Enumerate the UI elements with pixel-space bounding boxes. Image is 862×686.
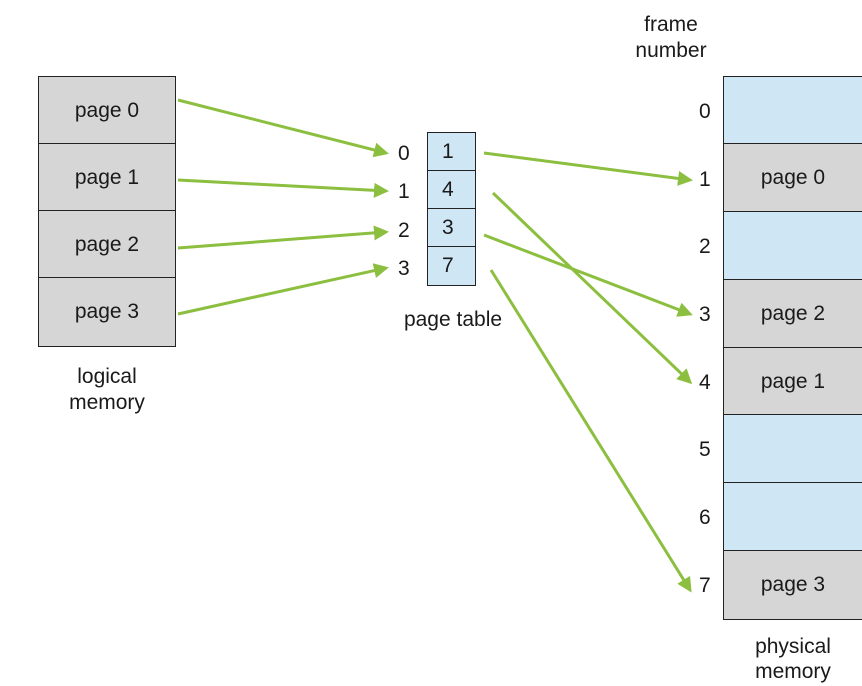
frame-number-5: 5	[699, 438, 711, 461]
physical-caption-line2: memory	[755, 660, 831, 684]
page-table-entry-3: 7	[427, 246, 476, 286]
arrow-entry-0-to-frame-1	[483, 151, 693, 186]
frame-number-1: 1	[699, 168, 711, 191]
arrow-logical-0-to-entry-0	[177, 98, 389, 158]
frame-number-4: 4	[699, 371, 711, 394]
arrow-logical-1-to-entry-1	[177, 178, 389, 198]
physical-frame-label: page 3	[760, 573, 826, 596]
frame-number-0: 0	[699, 100, 711, 123]
logical-page-label: page 3	[74, 300, 140, 323]
frame-number-7: 7	[699, 574, 711, 597]
arrow-entry-3-to-frame-7	[489, 269, 692, 593]
logical-page-1: page 1	[38, 143, 176, 212]
frame-header-line1: frame	[644, 13, 698, 36]
physical-frame-0	[723, 76, 862, 145]
logical-memory-caption: logical memory	[38, 364, 176, 417]
logical-page-0: page 0	[38, 76, 176, 145]
frame-number-6: 6	[699, 506, 711, 529]
physical-frame-label: page 0	[760, 166, 826, 189]
page-table-index-1: 1	[398, 180, 410, 203]
arrow-entry-2-to-frame-3	[483, 233, 693, 317]
logical-page-label: page 1	[74, 165, 140, 189]
page-table-index-2: 2	[398, 219, 410, 242]
physical-frame-1: page 0	[723, 143, 862, 213]
logical-page-2: page 2	[38, 210, 176, 279]
page-table-entry-0: 1	[427, 132, 476, 172]
logical-page-3: page 3	[38, 277, 176, 347]
physical-frame-7: page 3	[723, 550, 862, 620]
physical-frame-3: page 2	[723, 279, 862, 349]
arrow-entry-1-to-frame-4	[491, 191, 693, 385]
physical-frame-label: page 1	[760, 369, 826, 393]
physical-memory-caption: physical memory	[728, 634, 858, 684]
frame-number-header: frame number	[606, 12, 736, 65]
page-table-entry-2: 3	[427, 208, 476, 248]
page-table-caption: page table	[403, 308, 503, 331]
arrow-logical-3-to-entry-3	[177, 263, 389, 316]
physical-frame-label: page 2	[760, 302, 826, 325]
frame-number-3: 3	[699, 303, 711, 326]
page-table-index-0: 0	[398, 142, 410, 165]
page-table-frame-value: 3	[442, 216, 454, 239]
logical-page-label: page 0	[74, 98, 140, 122]
logical-caption-line1: logical	[77, 365, 137, 388]
logical-caption-line2: memory	[69, 391, 145, 415]
page-table-index-3: 3	[398, 257, 410, 280]
page-table-frame-value: 4	[442, 178, 454, 201]
page-table-frame-value: 7	[442, 254, 454, 277]
frame-header-line2: number	[635, 39, 707, 63]
page-table-entry-1: 4	[427, 170, 476, 210]
physical-caption-line1: physical	[755, 635, 831, 658]
logical-page-label: page 2	[74, 232, 140, 256]
physical-frame-4: page 1	[723, 347, 862, 416]
arrow-logical-2-to-entry-2	[177, 225, 389, 250]
page-table-frame-value: 1	[442, 140, 454, 163]
frame-number-2: 2	[699, 235, 711, 258]
